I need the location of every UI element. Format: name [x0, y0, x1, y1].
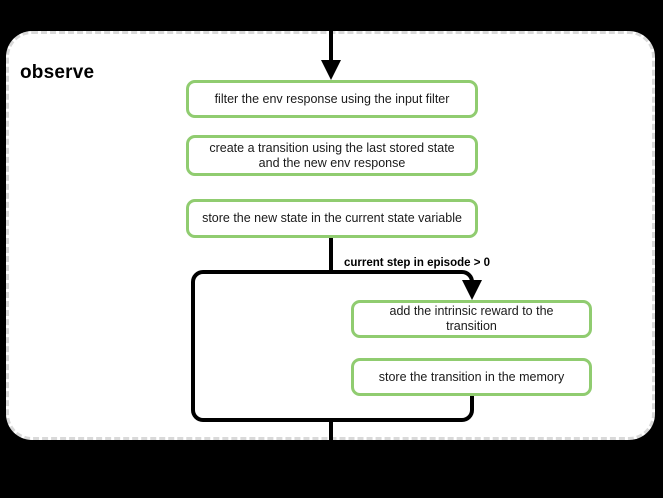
edge-label-condition: current step in episode > 0	[344, 257, 491, 269]
scope-title: observe	[20, 62, 95, 83]
node-filter-env-response[interactable]: filter the env response using the input …	[186, 80, 478, 118]
node-add-intrinsic-reward[interactable]: add the intrinsic reward to the transiti…	[351, 300, 592, 338]
node-store-transition-memory[interactable]: store the transition in the memory	[351, 358, 592, 396]
node-create-transition[interactable]: create a transition using the last store…	[186, 135, 478, 176]
node-store-new-state[interactable]: store the new state in the current state…	[186, 199, 478, 238]
